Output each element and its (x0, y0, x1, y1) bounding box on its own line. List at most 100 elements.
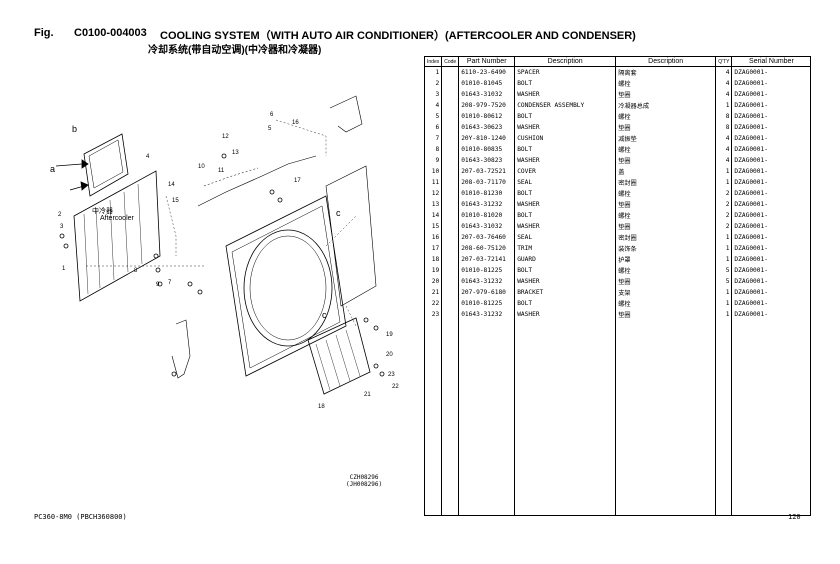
table-cell-i: 6 (423, 122, 443, 133)
table-cell-part: 6110-23-6490 (458, 66, 516, 78)
table-cell-sn: DZAG0001- (731, 78, 812, 89)
table-cell-i: 7 (423, 133, 443, 144)
table-cell-sn: DZAG0001- (731, 111, 812, 122)
table-cell-cn: 垫圈 (615, 155, 717, 166)
table-cell-desc: SPACER (514, 66, 617, 78)
table-cell-i: 18 (423, 254, 443, 265)
table-cell-sn: DZAG0001- (731, 89, 812, 100)
table-cell-sn: DZAG0001- (731, 243, 812, 254)
col-serial-number: Serial Number (731, 56, 812, 67)
part-num-12: 12 (222, 134, 229, 140)
table-cell-q: 4 (715, 133, 733, 144)
table-cell-q: 2 (715, 210, 733, 221)
table-cell-part: 01643-30823 (458, 155, 516, 166)
part-num-3: 3 (60, 224, 64, 230)
table-cell-sn: DZAG0001- (731, 166, 812, 177)
table-cell-cn: 密封圈 (615, 232, 717, 243)
table-cell-i: 20 (423, 276, 443, 287)
table-cell-part: 01010-80835 (458, 144, 516, 155)
table-cell-q: 4 (715, 89, 733, 100)
table-cell-i: 8 (423, 144, 443, 155)
table-cell-cn: 螺栓 (615, 78, 717, 89)
table-cell-i: 14 (423, 210, 443, 221)
table-cell-code (441, 133, 460, 144)
table-cell-cn: 护罩 (615, 254, 717, 265)
table-cell-part: 01010-80612 (458, 111, 516, 122)
col-index: Index (423, 56, 443, 67)
table-cell-q: 1 (715, 298, 733, 309)
table-cell-desc: WASHER (514, 276, 617, 287)
part-num-10: 10 (198, 164, 205, 170)
table-cell-sn: DZAG0001- (731, 133, 812, 144)
table-cell-q: 4 (715, 155, 733, 166)
table-cell-cn: 螺栓 (615, 298, 717, 309)
page-number: 120 (788, 513, 801, 521)
table-cell-q: 5 (715, 276, 733, 287)
table-cell-desc: GUARD (514, 254, 617, 265)
table-cell-q: 1 (715, 166, 733, 177)
table-cell-i: 1 (423, 66, 443, 78)
aftercooler-label-cn: 中冷器 (92, 206, 113, 215)
table-cell-i: 12 (423, 188, 443, 199)
table-cell-desc: WASHER (514, 155, 617, 166)
table-cell-part: 207-03-72141 (458, 254, 516, 265)
part-num-18: 18 (318, 404, 325, 410)
table-cell-sn: DZAG0001- (731, 155, 812, 166)
table-cell-i: 17 (423, 243, 443, 254)
table-cell-cn: 盖 (615, 166, 717, 177)
part-num-19: 19 (386, 332, 393, 338)
table-cell-code (441, 232, 460, 243)
table-cell-cn: 螺栓 (615, 188, 717, 199)
guard-outline (307, 317, 371, 395)
part-num-22: 22 (392, 384, 399, 390)
table-cell-sn: DZAG0001- (731, 287, 812, 298)
table-cell-i: 13 (423, 199, 443, 210)
table-cell-cn: 螺栓 (615, 265, 717, 276)
table-cell-desc: BOLT (514, 298, 617, 309)
table-cell-q: 4 (715, 78, 733, 89)
table-cell-cn: 螺栓 (615, 111, 717, 122)
table-cell-code (441, 155, 460, 166)
table-cell-code (441, 199, 460, 210)
table-cell-q: 8 (715, 111, 733, 122)
table-cell-code (441, 221, 460, 232)
table-cell-q: 2 (715, 188, 733, 199)
table-cell-i: 4 (423, 100, 443, 111)
part-num-14: 14 (168, 182, 175, 188)
fan-shroud-ring (243, 229, 333, 347)
table-cell-i: 9 (423, 155, 443, 166)
table-cell-i: 21 (423, 287, 443, 298)
table-cell-code (441, 298, 460, 309)
table-cell-cn: 密封圈 (615, 177, 717, 188)
table-cell-sn: DZAG0001- (731, 254, 812, 265)
table-cell-sn: DZAG0001- (731, 265, 812, 276)
table-cell-sn: DZAG0001- (731, 100, 812, 111)
table-cell-q: 1 (715, 243, 733, 254)
page-title-cn: 冷却系统(带自动空调)(中冷器和冷凝器) (148, 45, 322, 56)
table-filler-row (423, 320, 812, 516)
table-cell-part: 01643-30623 (458, 122, 516, 133)
table-cell-part: 01010-81225 (458, 298, 516, 309)
table-cell-q: 1 (715, 232, 733, 243)
table-cell-part: 208-60-75120 (458, 243, 516, 254)
aftercooler-outline (73, 170, 161, 302)
table-cell-desc: COVER (514, 166, 617, 177)
table-cell-part: 01010-81045 (458, 78, 516, 89)
table-cell-part: 01643-31032 (458, 221, 516, 232)
table-cell-sn: DZAG0001- (731, 298, 812, 309)
table-cell-i: 23 (423, 309, 443, 320)
table-cell-code (441, 89, 460, 100)
table-cell-desc: BOLT (514, 265, 617, 276)
table-cell-desc: WASHER (514, 221, 617, 232)
table-cell-q: 2 (715, 199, 733, 210)
